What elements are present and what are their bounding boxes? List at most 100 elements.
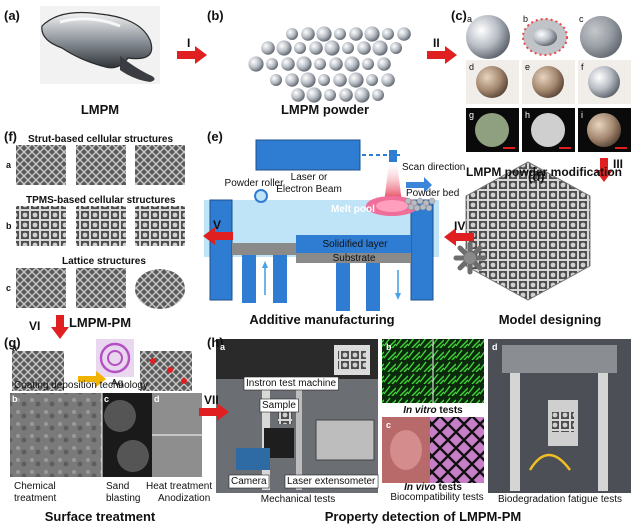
step-label-7: VII (204, 393, 219, 407)
powder-sphere (366, 74, 378, 86)
powder-sphere (318, 74, 330, 86)
powder-sphere (286, 28, 298, 40)
powder-sphere (348, 72, 364, 88)
powder-sphere (309, 41, 323, 55)
powder-sphere (276, 40, 292, 56)
step-label-4: IV (454, 219, 465, 233)
panel-label-f: (f) (4, 129, 17, 144)
sublabel-c-g: g (469, 110, 474, 120)
caption-treatment: treatment (14, 493, 56, 504)
caption-biocompatibility: Biocompatibility tests (390, 492, 483, 503)
label-substrate: Substrate (333, 253, 376, 264)
sublabel-c-h: h (525, 110, 530, 120)
powder-sphere (281, 57, 295, 71)
sublabel-h-b: b (386, 342, 392, 352)
sublabel-h-d: d (492, 342, 498, 352)
step-arrow (595, 158, 613, 182)
label-box (284, 474, 379, 489)
powder-sphere (261, 41, 275, 55)
powder-sphere (306, 87, 322, 103)
sublabel-g-a: a (12, 343, 18, 353)
panel-title-additive-manufacturing: Additive manufacturing (249, 312, 394, 327)
powder-sphere (334, 28, 346, 40)
powder-sphere (354, 87, 370, 103)
group-strut-based: Strut-based cellular structures (28, 134, 173, 145)
step-label-6: VI (29, 319, 40, 333)
caption-blasting: blasting (106, 493, 140, 504)
powder-sphere (397, 27, 411, 41)
group-lattice: Lattice structures (62, 256, 146, 267)
powder-sphere (300, 72, 316, 88)
label-instron: Instron test machine (246, 378, 336, 389)
powder-sphere (390, 42, 402, 54)
sublabel-h-a: a (220, 342, 226, 352)
powder-sphere (314, 58, 326, 70)
step-label-1: I (187, 36, 190, 50)
panel-title-lmpm: LMPM (81, 102, 119, 117)
powder-sphere (285, 73, 299, 87)
powder-sphere (372, 40, 388, 56)
powder-sphere (381, 73, 395, 87)
powder-sphere (248, 56, 264, 72)
powder-sphere (344, 56, 360, 72)
sublabel-g-b: b (12, 394, 18, 404)
step-label-5: V (213, 218, 221, 232)
powder-sphere (296, 56, 312, 72)
powder-sphere (382, 28, 394, 40)
powder-sphere (349, 27, 363, 41)
panel-label-b: (b) (207, 8, 224, 23)
caption-mechanical-tests: Mechanical tests (261, 494, 335, 505)
panel-label-d: (d) (528, 169, 545, 184)
panel-label-c: (c) (451, 8, 467, 23)
step-arrow (177, 46, 207, 64)
caption-heat-treatment: Heat treatment (146, 481, 212, 492)
powder-sphere (342, 42, 354, 54)
panel-label-a: (a) (4, 8, 20, 23)
sublabel-f-c: c (6, 283, 11, 293)
sublabel-c-a: a (467, 14, 472, 24)
panel-label-h: (h) (207, 335, 224, 350)
label-powder-roller: Powder roller (225, 178, 285, 189)
caption-in-vivo-emphasis: In vivo (404, 482, 436, 493)
label-box (243, 376, 339, 391)
sublabel-c-d: d (469, 62, 474, 72)
sublabel-f-b: b (6, 221, 12, 231)
sublabel-g-d: d (154, 394, 160, 404)
step-arrow (427, 46, 457, 64)
sublabel-f-a: a (6, 160, 12, 170)
powder-sphere (333, 73, 347, 87)
panel-title-lmpm-pm: LMPM-PM (69, 315, 131, 330)
label-solidified-layer: Solidified layer (322, 239, 388, 250)
sublabel-h-c: c (386, 420, 391, 430)
panel-title-surface-treatment: Surface treatment (45, 509, 156, 524)
label-box (228, 474, 270, 489)
step-arrow (444, 228, 474, 246)
powder-sphere (329, 57, 343, 71)
step-label-3: III (613, 157, 623, 171)
label-sample: Sample (262, 400, 296, 411)
sublabel-c-e: e (525, 62, 530, 72)
powder-sphere (291, 88, 305, 102)
label-extensometer: Laser extensometer (287, 476, 376, 487)
label-melt-pool: Melt pool (331, 204, 375, 215)
label-laser-2: Electron Beam (276, 184, 342, 195)
label-box (259, 398, 299, 413)
sublabel-c-c: c (579, 14, 584, 24)
sublabel-c-b: b (523, 14, 528, 24)
step-label-2: II (433, 36, 440, 50)
powder-sphere (324, 40, 340, 56)
powder-sphere (301, 27, 315, 41)
caption-in-vitro: In vitro tests (403, 405, 463, 416)
caption-in-vivo-rest: tests (436, 482, 463, 493)
powder-sphere (372, 89, 384, 101)
powder-sphere (266, 58, 278, 70)
caption-in-vitro-emphasis: In vitro (403, 405, 436, 416)
step-arrow (51, 315, 69, 339)
label-laser-1: Laser or (291, 172, 328, 183)
label-powder-bed: Powder bed (406, 188, 459, 199)
caption-biodegradation: Biodegradation fatigue tests (498, 494, 622, 505)
sublabel-c-f: f (581, 62, 584, 72)
group-tpms-based: TPMS-based cellular structures (26, 195, 176, 206)
panel-label-g: (g) (4, 335, 21, 350)
